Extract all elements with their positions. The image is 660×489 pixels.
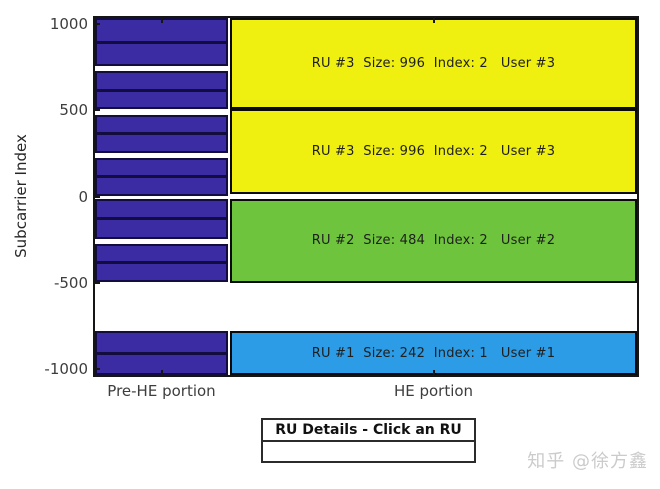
ru-block-label: RU #3 Size: 996 Index: 2 User #3 bbox=[311, 56, 556, 72]
pre-he-bar bbox=[97, 20, 226, 41]
ru-details-title: RU Details - Click an RU bbox=[263, 420, 474, 442]
x-tick-mark bbox=[432, 370, 435, 375]
y-tick-mark bbox=[95, 281, 100, 284]
x-tick-label-pre-he: Pre-HE portion bbox=[107, 382, 216, 400]
y-tick-label: -1000 bbox=[44, 359, 88, 378]
ru-block-label: RU #2 Size: 484 Index: 2 User #2 bbox=[311, 233, 556, 249]
pre-he-bar bbox=[97, 178, 226, 194]
ru-details-panel: RU Details - Click an RU bbox=[261, 418, 476, 463]
pre-he-bar-group-4 bbox=[95, 199, 228, 239]
x-tick-mark bbox=[160, 370, 163, 375]
watermark: 知乎 @徐方鑫 bbox=[527, 451, 648, 472]
y-tick-mark bbox=[95, 23, 100, 26]
y-tick-label: 500 bbox=[59, 101, 88, 120]
pre-he-bar bbox=[97, 220, 226, 237]
plot-area: RU #3 Size: 996 Index: 2 User #3 RU #3 Si… bbox=[95, 18, 637, 375]
y-tick-mark bbox=[95, 367, 100, 370]
pre-he-bar bbox=[97, 354, 226, 373]
ru-block-2[interactable]: RU #3 Size: 996 Index: 2 User #3 bbox=[230, 109, 637, 194]
ru-block-4[interactable]: RU #1 Size: 242 Index: 1 User #1 bbox=[230, 331, 637, 375]
y-tick-label: 1000 bbox=[49, 15, 88, 34]
x-tick-mark bbox=[160, 18, 163, 23]
pre-he-bar bbox=[97, 333, 226, 352]
ru-block-1[interactable]: RU #3 Size: 996 Index: 2 User #3 bbox=[230, 18, 637, 110]
pre-he-bar bbox=[97, 264, 226, 280]
pre-he-bar bbox=[97, 201, 226, 218]
pre-he-bar bbox=[97, 116, 226, 133]
pre-he-bar-group-3 bbox=[95, 157, 228, 196]
pre-he-bar bbox=[97, 135, 226, 151]
pre-he-bar-group-0 bbox=[95, 18, 228, 67]
y-tick-mark bbox=[95, 109, 100, 112]
pre-he-bar-group-5 bbox=[95, 243, 228, 282]
pre-he-bar bbox=[97, 91, 226, 108]
pre-he-bar-group-1 bbox=[95, 71, 228, 110]
pre-he-bar-group-6 bbox=[95, 331, 228, 375]
pre-he-bar bbox=[97, 159, 226, 176]
ru-details-body bbox=[263, 442, 474, 461]
pre-he-bar bbox=[97, 245, 226, 262]
pre-he-bar bbox=[97, 43, 226, 65]
pre-he-bar-group-2 bbox=[95, 114, 228, 153]
ru-block-3[interactable]: RU #2 Size: 484 Index: 2 User #2 bbox=[230, 199, 637, 283]
ru-block-label: RU #1 Size: 242 Index: 1 User #1 bbox=[311, 345, 556, 361]
x-tick-mark bbox=[432, 18, 435, 23]
pre-he-bar bbox=[97, 73, 226, 89]
x-tick-label-he: HE portion bbox=[393, 382, 474, 400]
y-tick-mark bbox=[95, 195, 100, 198]
y-tick-label: 0 bbox=[78, 187, 88, 206]
y-tick-label: -500 bbox=[53, 273, 88, 292]
ru-block-label: RU #3 Size: 996 Index: 2 User #3 bbox=[311, 144, 556, 160]
